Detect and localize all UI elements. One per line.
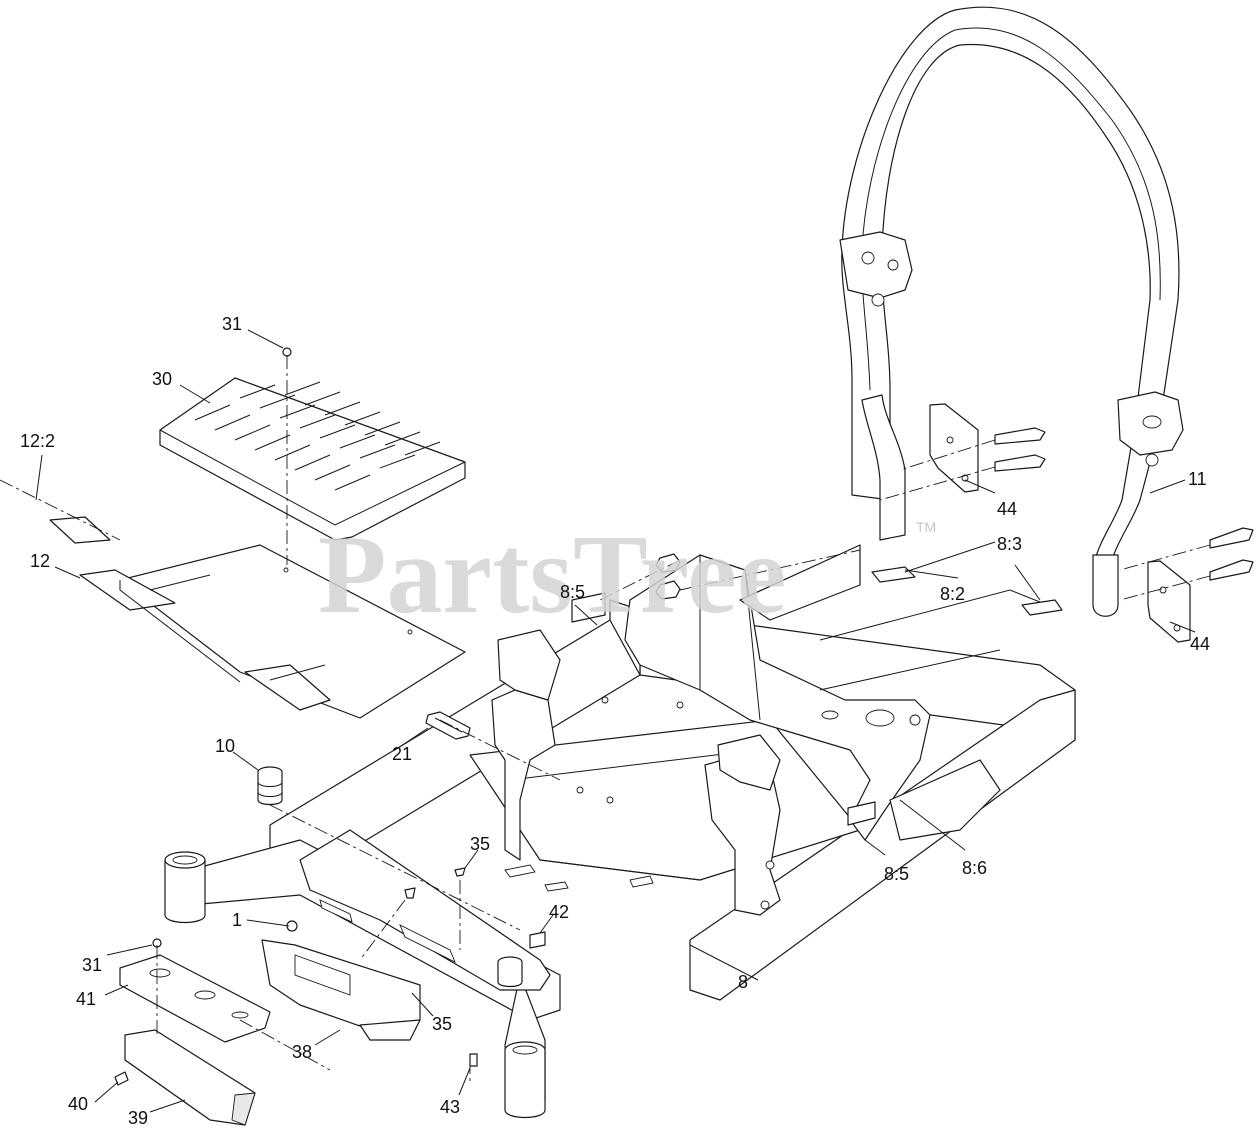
roll-bar [839, 6, 1184, 617]
mat-tread-pattern [194, 381, 441, 491]
callout-31-top: 31 [222, 314, 242, 334]
callout-8: 8 [738, 972, 748, 992]
callouts: 31 30 12:2 12 10 21 8:5 8:3 8:2 44 11 44… [20, 314, 1210, 1128]
callout-8-2: 8:2 [940, 584, 965, 604]
callout-12-2: 12:2 [20, 431, 55, 451]
callout-44-right: 44 [1190, 634, 1210, 654]
kick-plate-39 [124, 1029, 256, 1126]
front-panel-38 [261, 939, 421, 1041]
callout-39: 39 [128, 1108, 148, 1128]
decal-8-2 [871, 566, 916, 583]
foot-mat-30 [159, 377, 466, 541]
mount-bracket-upper [929, 403, 1046, 493]
hardware [114, 347, 681, 1086]
bumper-10 [257, 766, 523, 988]
grommet-21 [425, 711, 471, 740]
decals [571, 566, 1063, 826]
callout-8-3: 8:3 [997, 534, 1022, 554]
callout-21: 21 [392, 744, 412, 764]
watermark-tm: TM [916, 519, 936, 535]
callout-44-top: 44 [997, 499, 1017, 519]
callout-38: 38 [292, 1042, 312, 1062]
callout-42: 42 [549, 902, 569, 922]
leader-lines [35, 329, 1196, 1113]
decal-12-2 [49, 516, 111, 544]
callout-12: 12 [30, 551, 50, 571]
callout-8-5-right: 8:5 [884, 864, 909, 884]
callout-35-top: 35 [470, 834, 490, 854]
watermark: PartsTree TM [318, 513, 936, 637]
foot-bracket [299, 829, 551, 991]
callout-31-bottom: 31 [82, 955, 102, 975]
callout-35-bottom: 35 [432, 1014, 452, 1034]
callout-8-6: 8:6 [962, 858, 987, 878]
callout-40: 40 [68, 1094, 88, 1114]
callout-43: 43 [440, 1097, 460, 1117]
watermark-text: PartsTree [318, 513, 787, 637]
callout-8-5-left: 8:5 [560, 582, 585, 602]
decal-8-5-right [847, 801, 876, 826]
floor-pan-12 [79, 544, 466, 719]
foot-pad-41 [119, 954, 271, 1043]
decal-8-3 [1021, 599, 1063, 616]
main-frame [164, 544, 1076, 1119]
callout-30: 30 [152, 369, 172, 389]
center-lines [0, 355, 1211, 1085]
decal-8-5-left [571, 592, 606, 623]
callout-41: 41 [76, 989, 96, 1009]
callout-1: 1 [232, 910, 242, 930]
callout-10: 10 [215, 736, 235, 756]
mount-bracket-lower [1147, 527, 1254, 643]
callout-11: 11 [1188, 469, 1207, 489]
